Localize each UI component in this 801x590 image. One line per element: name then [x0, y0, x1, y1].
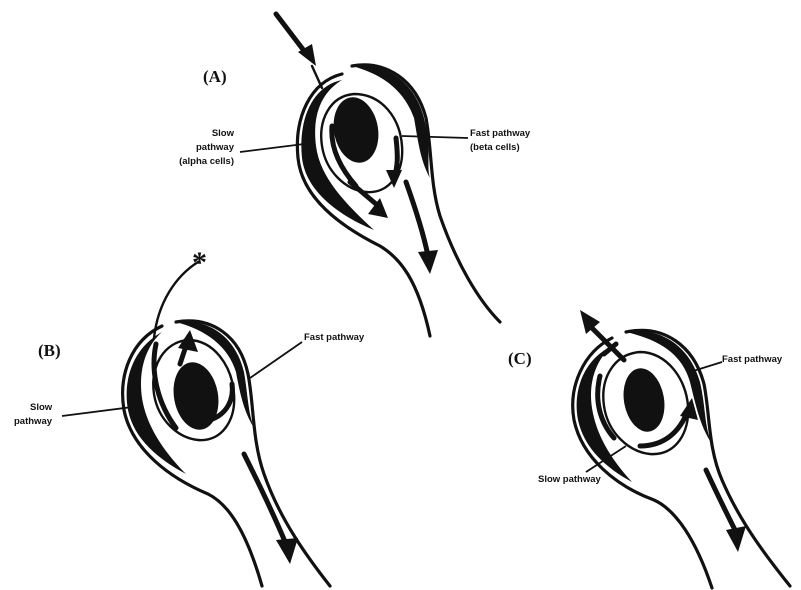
- panel-b-fast-pathway-callout: Fast pathway: [250, 332, 365, 378]
- panel-a-node: [297, 65, 500, 336]
- panel-c-central-block: [619, 365, 670, 435]
- svg-text:(beta cells): (beta cells): [470, 142, 520, 153]
- svg-text:pathway: pathway: [196, 142, 235, 153]
- panel-c-label: (C): [508, 349, 532, 368]
- panel-c-fast-pathway-callout: Fast pathway: [690, 354, 783, 372]
- svg-text:pathway: pathway: [14, 416, 53, 427]
- panel-c: (C) Fast pathway Slow p: [508, 310, 790, 588]
- svg-text:Slow pathway: Slow pathway: [538, 474, 602, 485]
- svg-text:Fast pathway: Fast pathway: [722, 354, 783, 365]
- panel-b-label: (B): [38, 341, 61, 360]
- svg-text:Fast pathway: Fast pathway: [470, 128, 531, 139]
- panel-c-conduction-arrows: [580, 310, 746, 552]
- svg-text:Fast pathway: Fast pathway: [304, 332, 365, 343]
- svg-text:(alpha cells): (alpha cells): [179, 156, 234, 167]
- panel-b: (B) * Slow pathway: [14, 246, 365, 586]
- panel-b-central-block: [168, 359, 223, 434]
- panel-b-slow-pathway-callout: Slow pathway: [14, 402, 140, 427]
- premature-impulse-marker: *: [192, 246, 207, 279]
- svg-text:Slow: Slow: [212, 128, 235, 139]
- panel-a-entry-arrow: [276, 14, 322, 88]
- panel-a: (A) Slow p: [179, 14, 531, 336]
- panel-c-slow-tissue-band: [577, 346, 632, 482]
- panel-a-label: (A): [203, 67, 227, 86]
- panel-a-slow-pathway-callout: Slow pathway (alpha cells): [179, 128, 304, 167]
- svg-text:Slow: Slow: [30, 402, 53, 413]
